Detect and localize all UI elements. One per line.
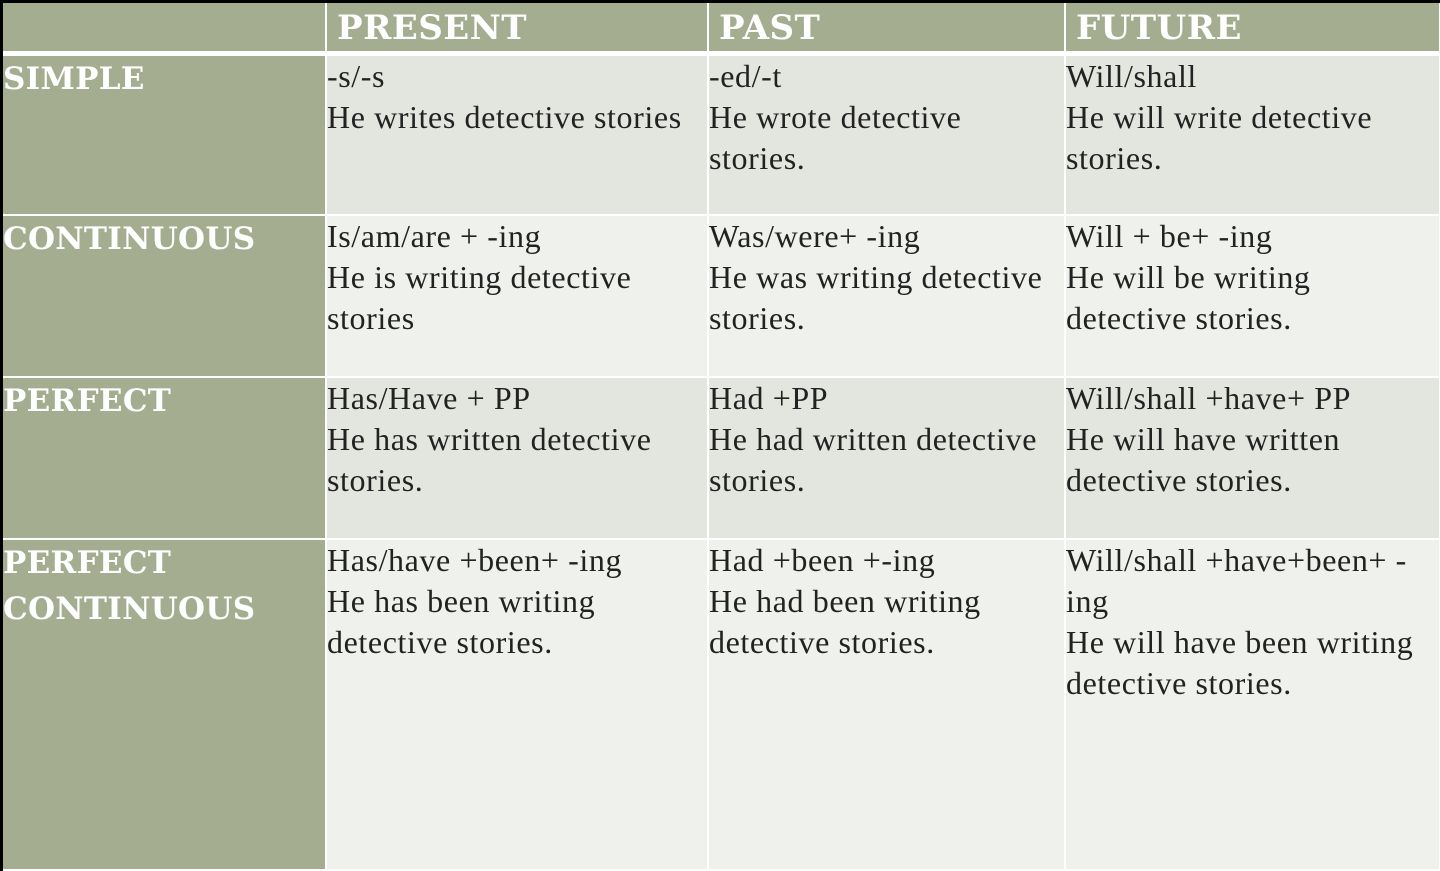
cell-perfect-present: Has/Have + PP He has written detective s…	[326, 377, 709, 541]
formula-text: Is/am/are + -ing	[327, 217, 542, 254]
formula-text: -ed/-t	[709, 58, 782, 95]
formula-text: Has/have +been+ -ing	[327, 542, 623, 579]
cell-simple-present: -s/-s He writes detective stories	[326, 53, 709, 216]
cell-perfect-past: Had +PP He had written detective stories…	[708, 377, 1066, 541]
example-text: He was writing detective stories.	[709, 258, 1043, 336]
cell-perfect-future: Will/shall +have+ PP He will have writte…	[1065, 377, 1440, 541]
row-label-simple: SIMPLE	[3, 53, 327, 216]
row-label-perfect: PERFECT	[3, 377, 327, 541]
example-text: He will have written detective stories.	[1066, 421, 1341, 499]
header-row: PRESENT PAST FUTURE	[3, 3, 1440, 57]
table-row: SIMPLE -s/-s He writes detective stories…	[3, 53, 1440, 216]
cell-continuous-future: Will + be+ -ing He will be writing detec…	[1065, 214, 1440, 379]
header-present: PRESENT	[326, 3, 709, 57]
example-text: He is writing detective stories	[327, 258, 632, 336]
example-text: He will be writing detective stories.	[1066, 258, 1311, 336]
header-past: PAST	[708, 3, 1066, 57]
cell-perfect-continuous-present: Has/have +been+ -ing He has been writing…	[326, 539, 709, 871]
tense-table: PRESENT PAST FUTURE SIMPLE -s/-s He writ…	[3, 3, 1440, 871]
table-row: PERFECT CONTINUOUS Has/have +been+ -ing …	[3, 539, 1440, 871]
cell-continuous-past: Was/were+ -ing He was writing detective …	[708, 214, 1066, 379]
example-text: He wrote detective stories.	[709, 99, 962, 177]
row-label-perfect-continuous: PERFECT CONTINUOUS	[3, 539, 327, 871]
formula-text: Will + be+ -ing	[1066, 217, 1273, 254]
formula-text: Had +been +-ing	[709, 542, 936, 579]
example-text: He has written detective stories.	[327, 421, 652, 499]
example-text: He will write detective stories.	[1066, 99, 1373, 177]
formula-text: -s/-s	[327, 58, 386, 95]
formula-text: Has/Have + PP	[327, 380, 531, 417]
cell-perfect-continuous-past: Had +been +-ing He had been writing dete…	[708, 539, 1066, 871]
header-future: FUTURE	[1065, 3, 1440, 57]
cell-simple-past: -ed/-t He wrote detective stories.	[708, 53, 1066, 216]
cell-simple-future: Will/shall He will write detective stori…	[1065, 53, 1440, 216]
row-label-continuous: CONTINUOUS	[3, 214, 327, 379]
cell-continuous-present: Is/am/are + -ing He is writing detective…	[326, 214, 709, 379]
table-row: PERFECT Has/Have + PP He has written det…	[3, 377, 1440, 541]
formula-text: Had +PP	[709, 380, 829, 417]
formula-text: Was/were+ -ing	[709, 217, 921, 254]
example-text: He writes detective stories	[327, 99, 682, 136]
example-text: He has been writing detective stories.	[327, 583, 596, 661]
formula-text: Will/shall +have+been+ -ing	[1066, 542, 1407, 620]
cell-perfect-continuous-future: Will/shall +have+been+ -ing He will have…	[1065, 539, 1440, 871]
table-row: CONTINUOUS Is/am/are + -ing He is writin…	[3, 214, 1440, 379]
formula-text: Will/shall +have+ PP	[1066, 380, 1352, 417]
formula-text: Will/shall	[1066, 58, 1197, 95]
example-text: He had written detective stories.	[709, 421, 1038, 499]
example-text: He had been writing detective stories.	[709, 583, 981, 661]
header-corner	[3, 3, 327, 57]
example-text: He will have been writing detective stor…	[1066, 624, 1414, 702]
